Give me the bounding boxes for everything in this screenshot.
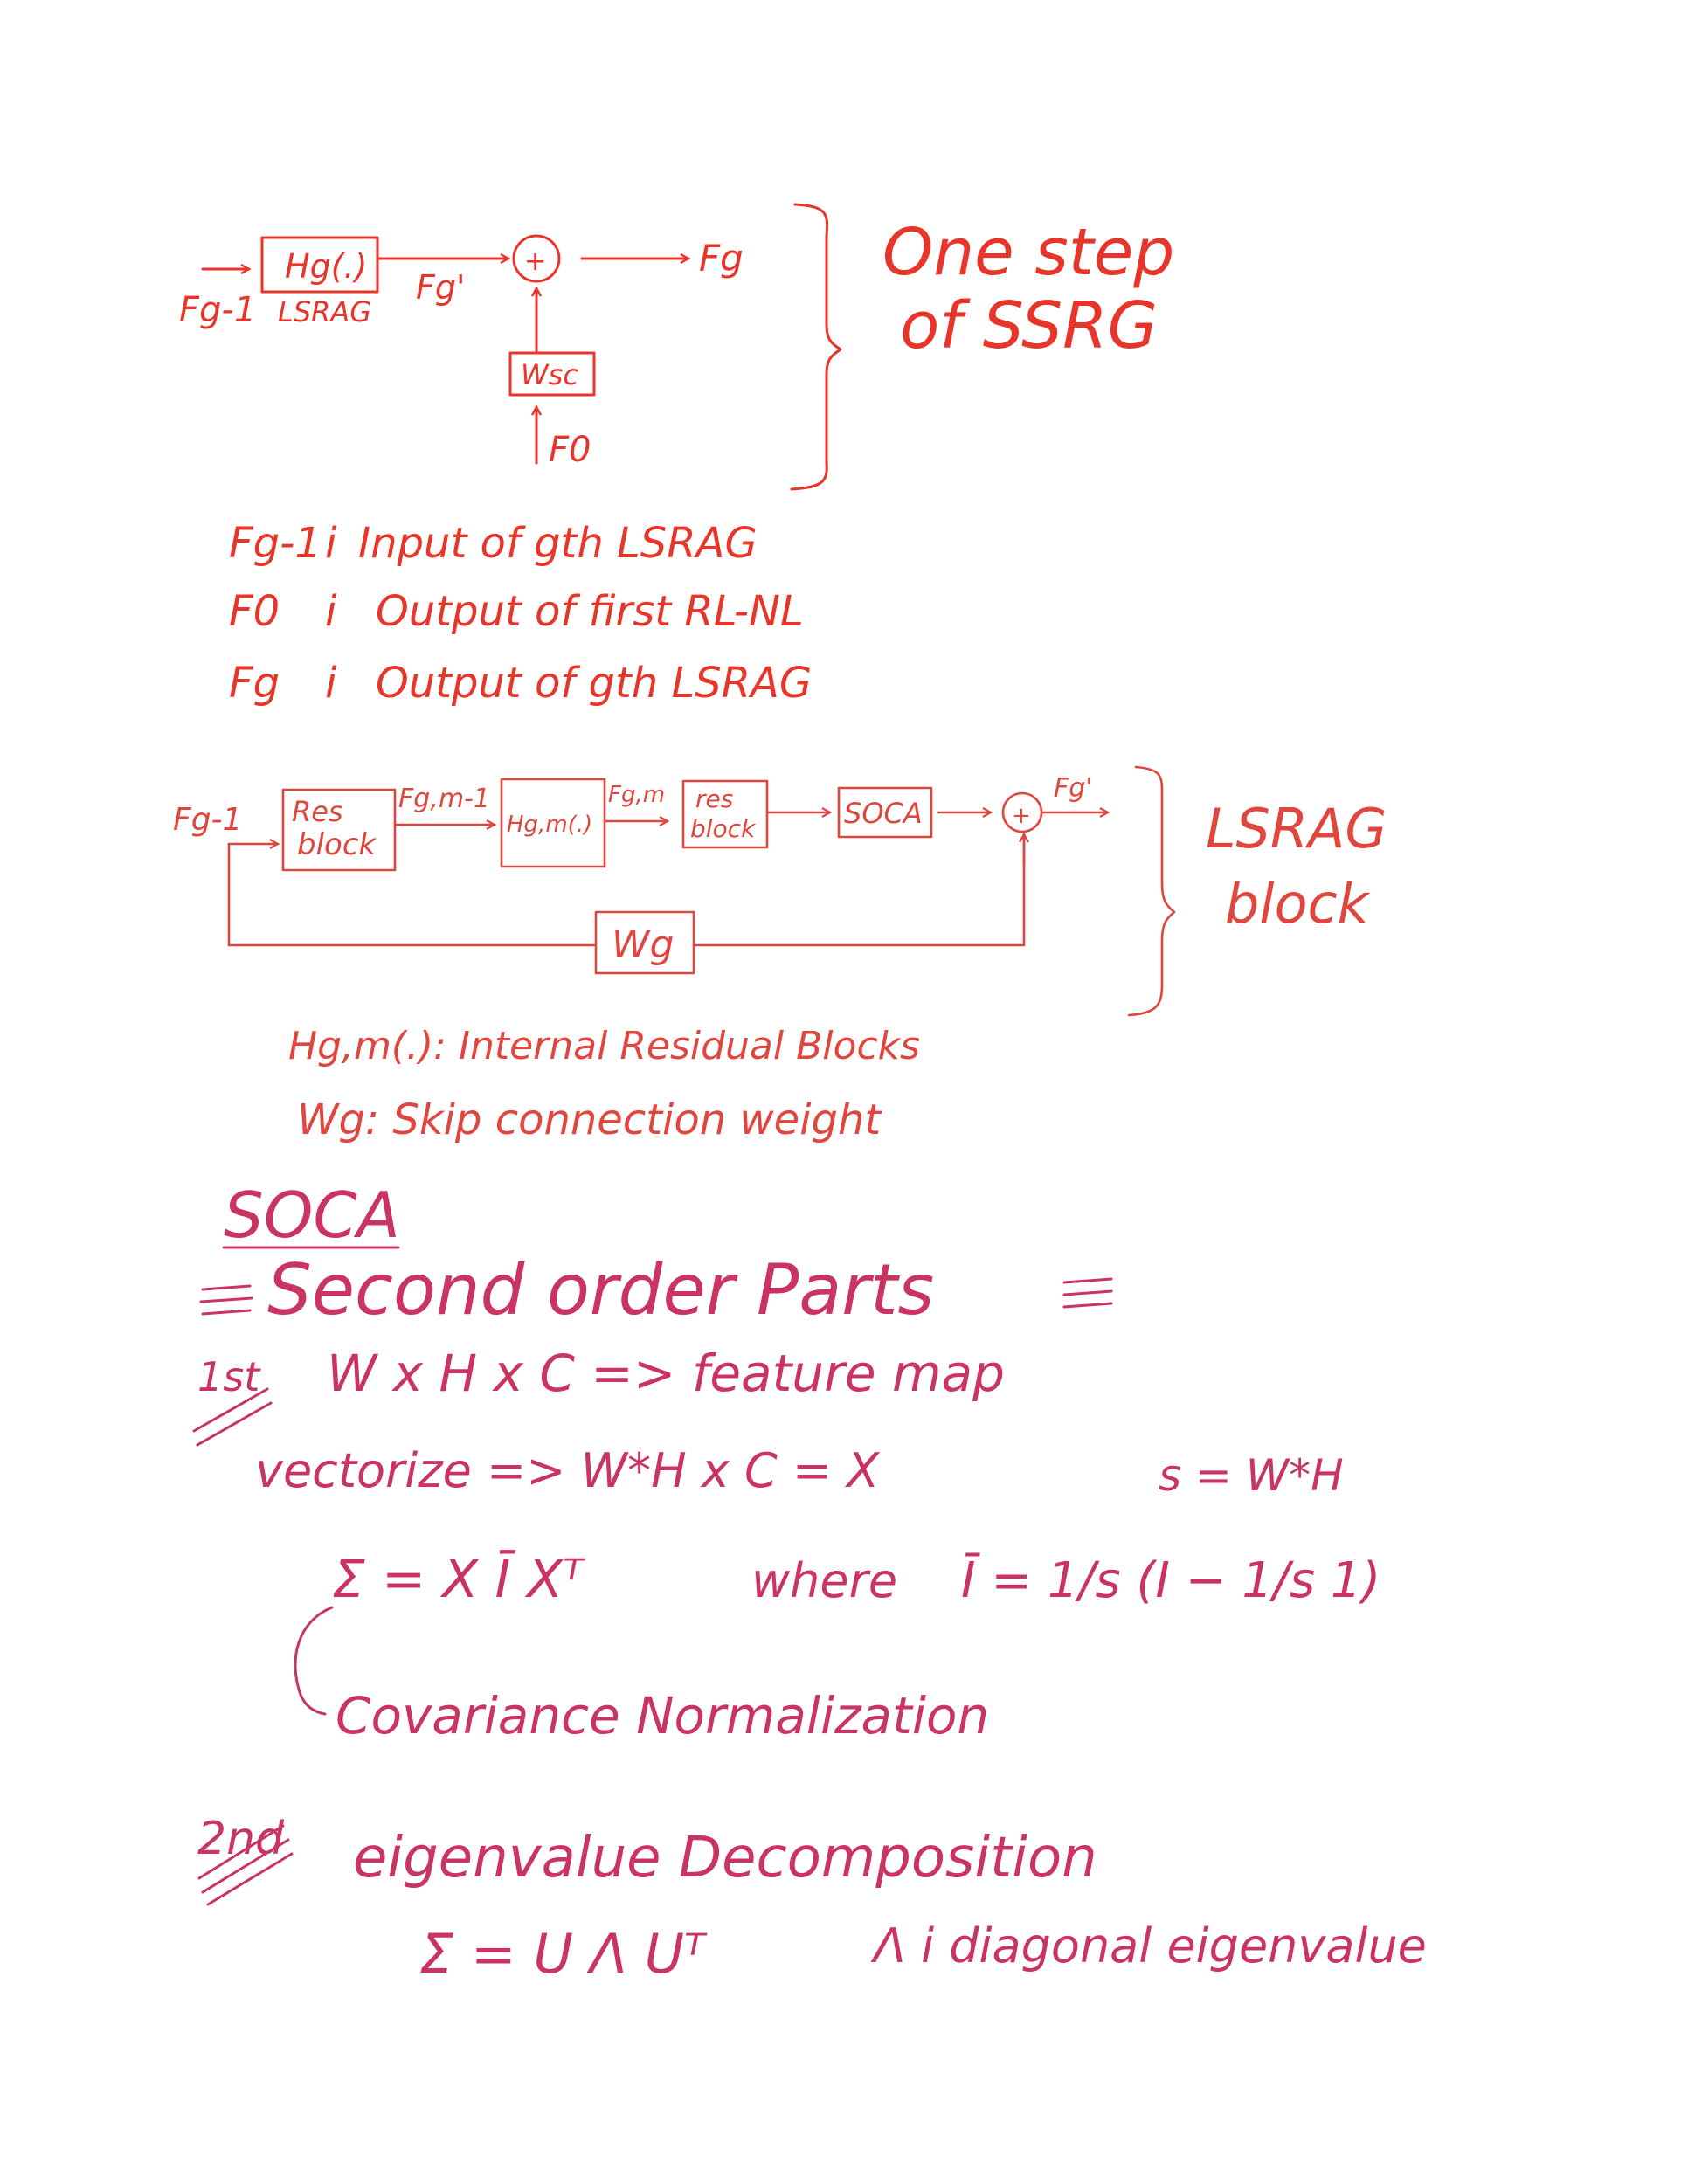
soca-notes: SOCA Second order Parts 1st W x H x C =>… [192,1178,1427,1986]
lsrag-sum-plus: + [1012,803,1031,829]
sum-node [512,234,561,283]
def2-symbol: F0 [229,587,280,636]
lsrag-block-diagram: Fg-1 Res block Fg,m-1 Hg,m(.) Fg,m res b… [173,765,1387,1144]
res-block-1-line2: block [297,827,377,862]
def1-text: Input of gth LSRAG [358,519,758,568]
soca-block-label: SOCA [844,797,923,830]
def3-symbol: Fg [229,659,280,708]
lsrag-sum-node [1001,791,1043,833]
lsrag-def2: Wg: Skip connection weight [297,1095,882,1144]
def3-text: Output of gth LSRAG [376,659,812,708]
hg-block-label: Hg(.) [285,247,367,286]
def1-symbol: Fg-1 [229,519,322,568]
cov-norm-text: Covariance Normalization [336,1686,989,1745]
hg-block-sublabel: LSRAG [278,295,371,328]
res-block-2-line2: block [690,814,757,843]
sigma-equation: Σ = X Ī Xᵀ [332,1549,585,1610]
soca-block [837,786,933,839]
step1-label: 1st [197,1353,261,1400]
input-label: Fg-1 [179,290,256,330]
hgm-block [500,778,606,868]
output-label: Fg [699,237,744,280]
lsrag-input-label: Fg-1 [173,802,242,838]
step1-marks [192,1387,273,1447]
def3-sep: i [325,659,337,708]
def1-sep: i [325,519,337,568]
wg-block [594,910,695,975]
heading-left-equiv [199,1284,253,1316]
step1-text: W x H x C => feature map [327,1344,1005,1403]
ssrg-caption-line2: of SSRG [900,288,1158,363]
res-block-1 [281,788,397,872]
ssrg-definitions: Fg-1 i Input of gth LSRAG F0 i Output of… [229,519,812,708]
hg-block [260,236,379,294]
eig-equation: Σ = U Λ Uᵀ [419,1922,708,1986]
lsrag-output-label: Fg' [1054,773,1093,804]
hgm-label: Hg,m(.) [507,812,592,838]
wsc-block [508,351,596,397]
lsrag-caption-line2: block [1225,872,1371,936]
edge2-label: Fg,m [608,782,665,808]
second-order-heading: Second order Parts [267,1249,934,1330]
res-block-1-line1: Res [292,795,343,828]
lambda-definition: Λ i diagonal eigenvalue [870,1918,1427,1973]
vectorize-line: vectorize => W*H x C = X [255,1443,880,1498]
lsrag-def1: Hg,m(.): Internal Residual Blocks [288,1024,920,1068]
ssrg-caption-line1: One step [882,215,1174,290]
heading-right-equiv [1062,1277,1113,1309]
eig-title: eigenvalue Decomposition [353,1826,1097,1890]
wg-label: Wg [612,923,674,967]
s-definition: s = W*H [1159,1450,1344,1501]
lsrag-brace [1127,765,1176,1017]
res-block-2 [681,779,769,849]
step2-marks [197,1824,294,1906]
ibar-definition: Ī = 1/s (I − 1/s 1) [961,1552,1380,1609]
def2-sep: i [325,587,337,636]
skip-line-left [227,842,596,947]
step2-label: 2nd [197,1813,285,1865]
ssrg-brace [790,203,842,491]
sum-plus: + [524,246,546,277]
skip-line-right [692,833,1026,947]
res-block-2-line1: res [695,784,733,813]
wsc-label: Wsc [521,358,578,391]
def2-text: Output of first RL-NL [376,587,804,636]
lsrag-caption-line1: LSRAG [1206,797,1387,860]
f0-label: F0 [549,430,591,470]
where-word: where [751,1553,897,1608]
ssrg-step-diagram: Fg-1 Hg(.) LSRAG Fg' + Fg Wsc F0 One ste… [179,203,1174,491]
soca-title: SOCA [224,1178,400,1252]
cov-norm-pointer [294,1606,334,1716]
mid-label: Fg' [416,268,465,307]
edge1-label: Fg,m-1 [398,784,490,814]
